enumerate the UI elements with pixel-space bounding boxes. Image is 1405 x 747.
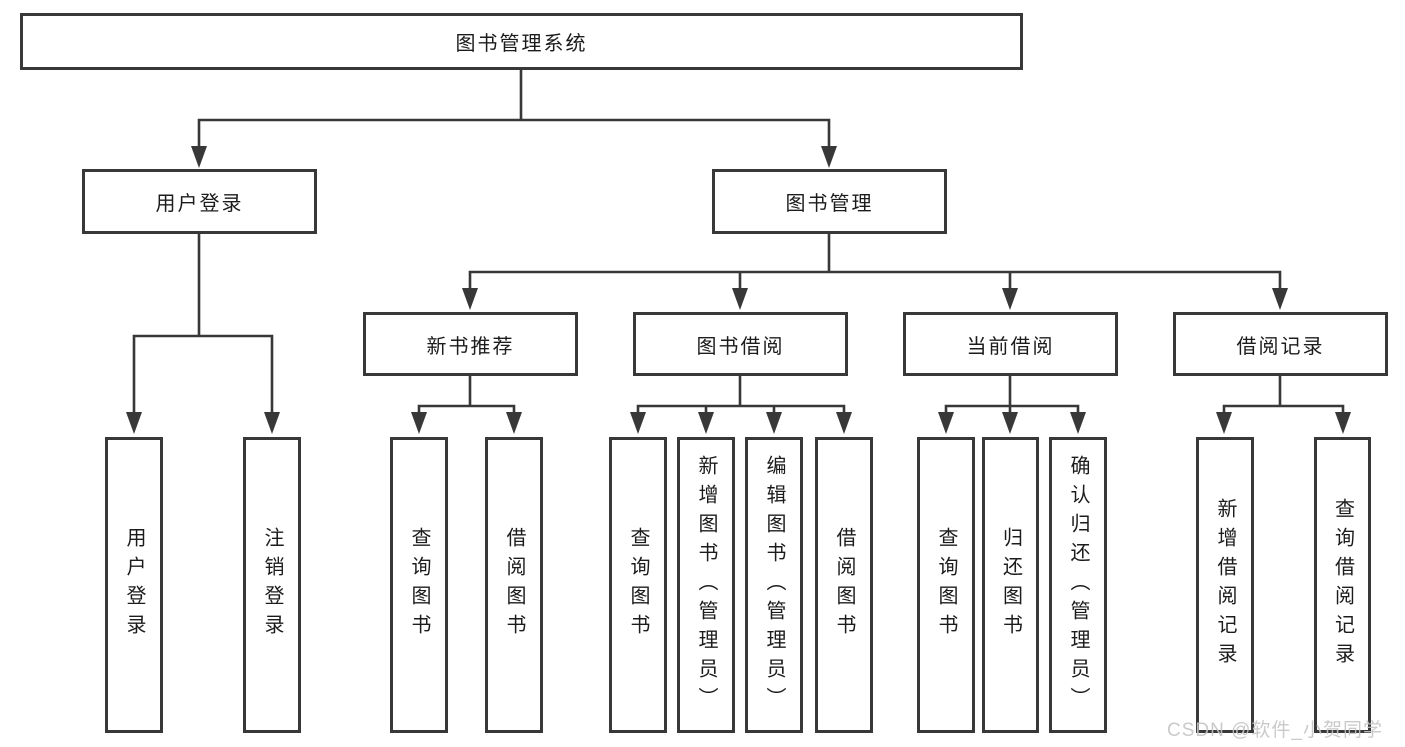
node-leaf-borrow-books: 借阅图书 bbox=[815, 437, 873, 733]
node-leaf-query-books-recommend-label: 查询图书 bbox=[408, 527, 430, 643]
node-leaf-edit-books-admin: 编辑图书（管理员） bbox=[745, 437, 803, 733]
node-library-management-system-label: 图书管理系统 bbox=[455, 33, 588, 55]
csdn-watermark: CSDN @软件_小贺同学 bbox=[1167, 720, 1383, 741]
node-leaf-return-books-label: 归还图书 bbox=[999, 527, 1022, 643]
node-leaf-user-login: 用户登录 bbox=[105, 437, 163, 733]
node-leaf-query-borrow-record-label: 查询借阅记录 bbox=[1331, 498, 1354, 672]
connector-book-management-children bbox=[462, 232, 1288, 310]
node-leaf-borrow-books-label: 借阅图书 bbox=[833, 527, 855, 643]
node-leaf-query-books-borrow: 查询图书 bbox=[609, 437, 667, 733]
node-borrow-records-label: 借阅记录 bbox=[1236, 335, 1325, 358]
node-leaf-confirm-return-admin-label: 确认归还（管理员） bbox=[1067, 454, 1089, 716]
node-leaf-edit-books-admin-label: 编辑图书（管理员） bbox=[763, 454, 785, 716]
node-library-management-system: 图书管理系统 bbox=[20, 13, 1023, 70]
node-leaf-add-borrow-record-label: 新增借阅记录 bbox=[1214, 498, 1236, 672]
node-leaf-return-books: 归还图书 bbox=[982, 437, 1039, 733]
node-user-login: 用户登录 bbox=[82, 169, 317, 234]
node-current-borrow: 当前借阅 bbox=[903, 312, 1118, 376]
node-book-borrow: 图书借阅 bbox=[633, 312, 848, 376]
node-book-management-label: 图书管理 bbox=[785, 193, 874, 215]
node-leaf-query-books-borrow-label: 查询图书 bbox=[627, 527, 649, 643]
node-user-login-label: 用户登录 bbox=[155, 193, 244, 215]
connector-root-to-level2 bbox=[191, 68, 837, 168]
node-leaf-logout-label: 注销登录 bbox=[261, 527, 283, 643]
node-leaf-add-books-admin: 新增图书（管理员） bbox=[677, 437, 735, 733]
node-leaf-add-books-admin-label: 新增图书（管理员） bbox=[695, 454, 717, 716]
node-borrow-records: 借阅记录 bbox=[1173, 312, 1388, 376]
node-new-book-recommend: 新书推荐 bbox=[363, 312, 578, 376]
node-leaf-user-login-label: 用户登录 bbox=[123, 527, 145, 643]
connector-borrow-records-children bbox=[1216, 374, 1351, 434]
connector-book-borrow-children bbox=[630, 374, 852, 434]
connector-user-login-children bbox=[126, 232, 280, 434]
node-leaf-borrow-books-recommend: 借阅图书 bbox=[485, 437, 543, 733]
node-book-borrow-label: 图书借阅 bbox=[696, 335, 785, 358]
connector-new-book-recommend-children bbox=[411, 374, 522, 434]
node-leaf-query-books-current: 查询图书 bbox=[917, 437, 975, 733]
node-leaf-query-books-recommend: 查询图书 bbox=[390, 437, 448, 733]
node-leaf-confirm-return-admin: 确认归还（管理员） bbox=[1049, 437, 1107, 733]
node-leaf-add-borrow-record: 新增借阅记录 bbox=[1196, 437, 1254, 733]
node-leaf-borrow-books-recommend-label: 借阅图书 bbox=[503, 527, 525, 643]
node-leaf-query-borrow-record: 查询借阅记录 bbox=[1314, 437, 1371, 733]
node-leaf-logout: 注销登录 bbox=[243, 437, 301, 733]
node-book-management: 图书管理 bbox=[712, 169, 947, 234]
node-current-borrow-label: 当前借阅 bbox=[966, 335, 1055, 358]
node-new-book-recommend-label: 新书推荐 bbox=[426, 335, 515, 358]
node-leaf-query-books-current-label: 查询图书 bbox=[935, 527, 957, 643]
connector-current-borrow-children bbox=[938, 374, 1086, 434]
